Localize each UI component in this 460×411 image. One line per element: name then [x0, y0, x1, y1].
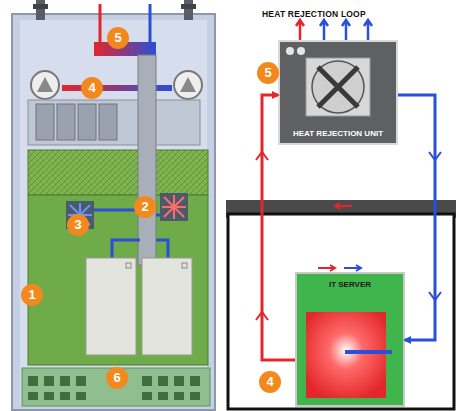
flow-arrow: [429, 152, 441, 160]
pump-symbol: [174, 71, 202, 99]
top-connector-cap: [181, 4, 196, 9]
power-supply: [57, 104, 75, 140]
power-shelf: [28, 100, 200, 145]
heat-arrow: [342, 20, 350, 40]
module-led: [182, 263, 187, 268]
cabinet: [12, 0, 215, 410]
heat-arrow: [364, 20, 372, 40]
cabinet-frame: [12, 14, 215, 410]
power-supply: [78, 104, 96, 140]
flow-arrow: [344, 265, 361, 271]
flow-arrow: [335, 203, 352, 209]
node-label: IT SERVER: [329, 280, 371, 289]
loop-panel: [226, 20, 456, 409]
power-supply: [99, 104, 117, 140]
flow-arrow: [429, 292, 441, 300]
flow-arrow: [318, 265, 335, 271]
pump-triangle: [37, 77, 53, 92]
coolant-pipe: [94, 210, 168, 258]
pump-triangle: [180, 77, 196, 92]
callout-number: 4: [81, 77, 103, 99]
callout-number: 6: [106, 367, 128, 389]
power-supply: [36, 104, 54, 140]
server-module: [142, 258, 192, 355]
callout-number: 3: [67, 214, 89, 236]
it-server-box: IT SERVER: [295, 272, 405, 407]
flow-arrow: [256, 152, 268, 160]
callout-number: 4: [259, 371, 281, 393]
heat-arrow: [320, 20, 328, 40]
callout-number: 5: [257, 62, 279, 84]
heat-rejection-unit: HEAT REJECTION UNIT: [278, 40, 398, 145]
pump-symbol: [31, 71, 59, 99]
cold-plate-mesh: [28, 150, 208, 195]
callout-number: 1: [21, 284, 43, 306]
server-module: [86, 258, 136, 355]
cabinet-inner: [20, 20, 207, 405]
flow-arrow: [256, 312, 268, 320]
callout-number: 5: [107, 27, 129, 49]
module-led: [126, 263, 131, 268]
loop-heading: HEAT REJECTION LOOP: [262, 9, 366, 19]
fan: [160, 193, 188, 221]
node-label: HEAT REJECTION UNIT: [293, 129, 383, 138]
top-connector: [184, 0, 193, 20]
connector-strip: [22, 368, 210, 406]
top-connector: [36, 0, 45, 20]
coil-lines: [252, 221, 440, 242]
manifold: [138, 55, 156, 265]
top-connector-cap: [33, 4, 48, 9]
rack-outline: [228, 214, 454, 409]
callout-number: 2: [134, 196, 156, 218]
heat-arrow: [296, 20, 304, 40]
fan-blades: [162, 195, 186, 219]
